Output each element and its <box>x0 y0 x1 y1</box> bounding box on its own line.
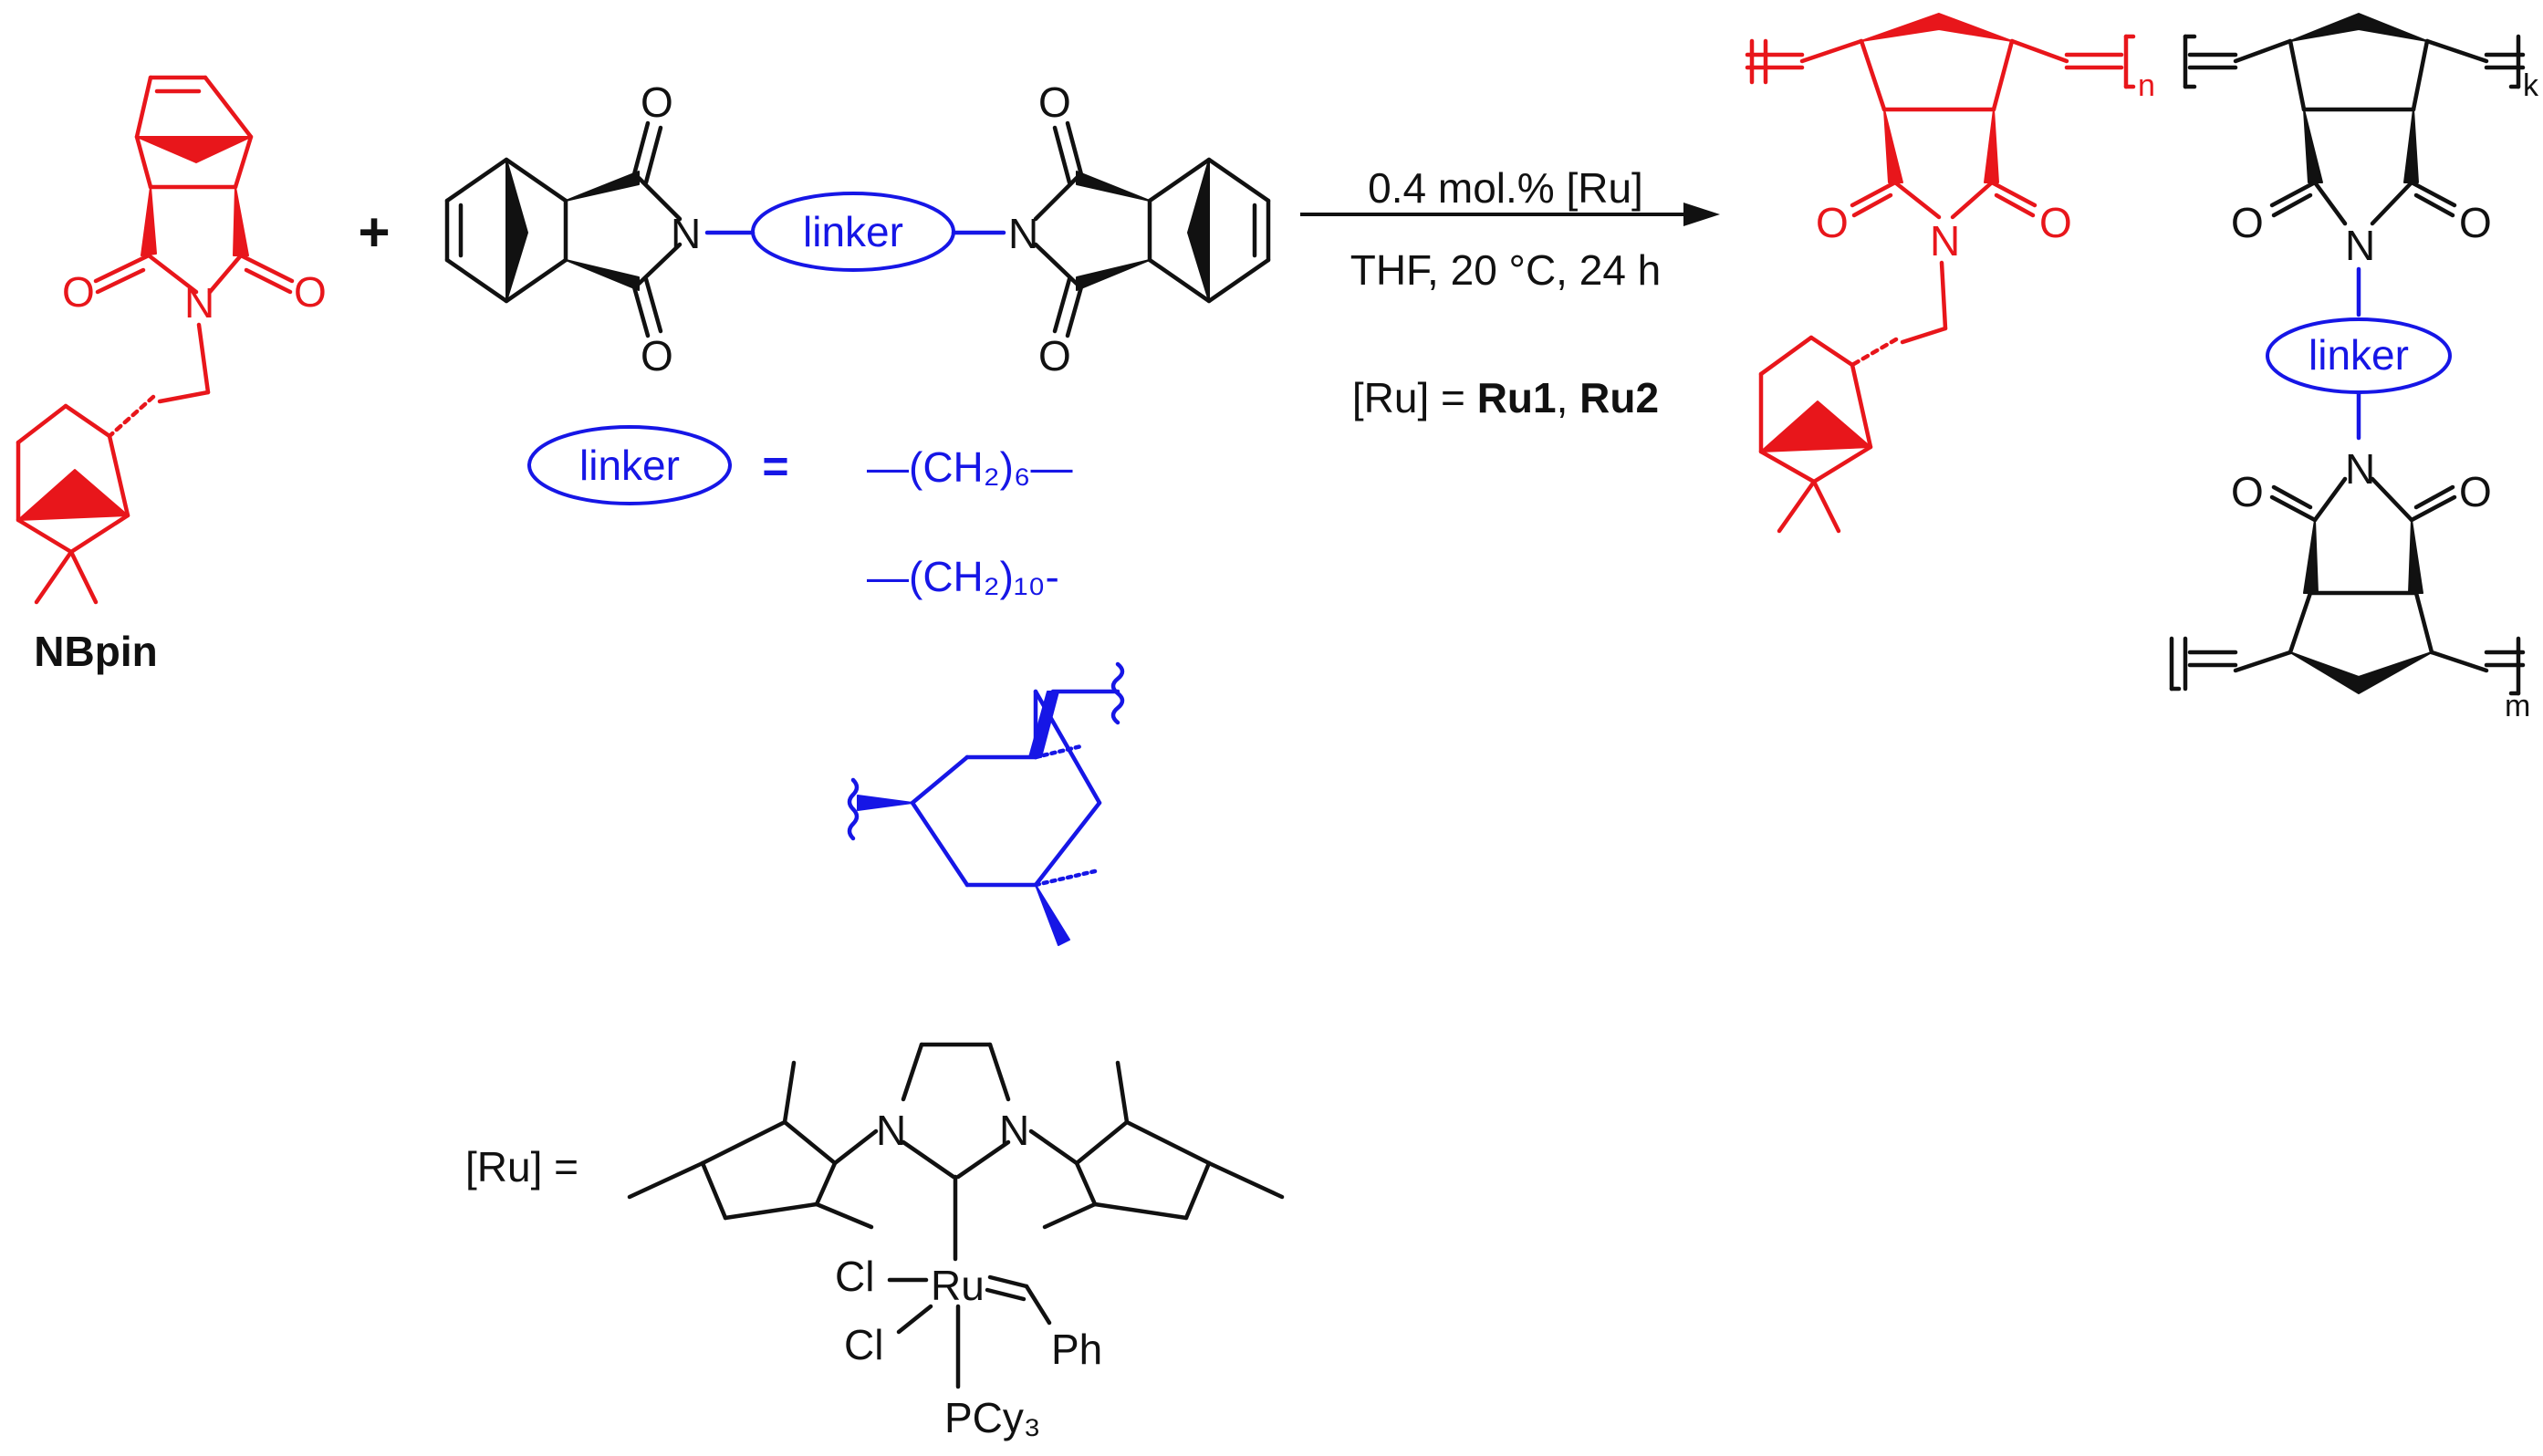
nbpin-monomer-structure: O O N NBpin <box>16 75 327 675</box>
linker-legend-label: linker <box>579 442 680 489</box>
crosslinker-o-2: O <box>641 332 673 380</box>
phenyl-group: Ph <box>1051 1326 1102 1373</box>
product-o-3: O <box>2231 468 2264 515</box>
catalyst-prefix: [Ru] = <box>465 1143 578 1191</box>
subscript-m: m <box>2505 689 2530 723</box>
polymer-product-red-block: O O N n <box>1745 13 2155 534</box>
subscript-n: n <box>2138 68 2155 103</box>
crosslinker-structure: O O N linker N O O <box>444 78 1271 380</box>
equals-sign: = <box>762 441 788 492</box>
tricyclohexylphosphine: PCy₃ <box>944 1394 1041 1441</box>
linker-definition: linker = —(CH₂)₆— —(CH₂)₁₀- <box>527 425 1125 946</box>
chloride-2: Cl <box>844 1321 883 1368</box>
nbpin-carbonyl-o-right: O <box>294 268 327 316</box>
product-red-n: N <box>1930 217 1960 265</box>
product-o-1: O <box>2231 199 2264 246</box>
ru-catalyst-structure: [Ru] = N N Ru Cl Cl <box>465 1042 1285 1441</box>
product-o-2: O <box>2459 199 2492 246</box>
polymer-product-black-block: k O O N linker N O O <box>2169 13 2539 723</box>
linker-option-hexyl: —(CH₂)₆— <box>867 443 1073 491</box>
product-red-o-right: O <box>2039 199 2072 246</box>
product-linker-label: linker <box>2309 331 2409 379</box>
conditions-line-2: THF, 20 °C, 24 h <box>1350 246 1662 294</box>
nbpin-imide-n: N <box>184 279 214 327</box>
product-red-o-left: O <box>1816 199 1849 246</box>
crosslinker-o-4: O <box>1038 332 1071 380</box>
ru-atom: Ru <box>931 1262 985 1309</box>
product-n-bottom: N <box>2345 445 2375 493</box>
crosslinker-o-3: O <box>1038 78 1071 126</box>
nbpin-carbonyl-o-left: O <box>62 268 95 316</box>
linker-option-decyl: —(CH₂)₁₀- <box>867 553 1059 600</box>
nbpin-label: NBpin <box>34 628 157 675</box>
plus-sign: + <box>358 202 390 263</box>
conditions-line-1: 0.4 mol.% [Ru] <box>1368 164 1643 212</box>
ru-definition: [Ru] = Ru1, Ru2 <box>1352 374 1659 421</box>
reaction-arrow-head <box>1683 203 1720 226</box>
linker-label: linker <box>803 208 903 255</box>
product-n-top: N <box>2345 222 2375 269</box>
linker-ellipse-legend <box>527 425 732 505</box>
reaction-conditions: 0.4 mol.% [Ru] THF, 20 °C, 24 h [Ru] = R… <box>1300 164 1720 421</box>
chloride-1: Cl <box>835 1253 874 1300</box>
product-o-4: O <box>2459 468 2492 515</box>
crosslinker-n-left: N <box>671 210 701 257</box>
nhc-n-left: N <box>876 1107 906 1154</box>
crosslinker-n-right: N <box>1008 210 1038 257</box>
subscript-k: k <box>2523 68 2539 103</box>
crosslinker-o-1: O <box>641 78 673 126</box>
